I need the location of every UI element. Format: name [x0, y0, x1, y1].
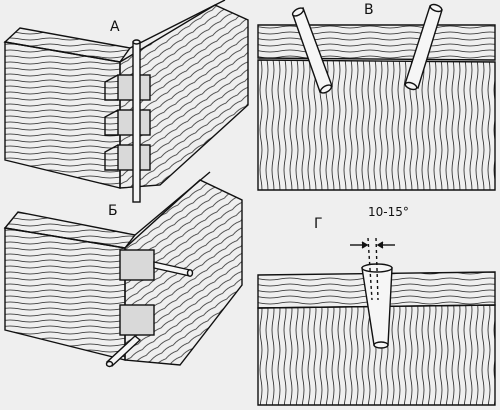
panel-label-b: Б [108, 203, 118, 219]
panel-v-lower-log [257, 59, 496, 191]
panel-g-drawing [257, 237, 496, 406]
panel-v-upper-log [257, 24, 496, 61]
panel-a-log-front [4, 41, 121, 189]
panel-g-lower-log [257, 304, 496, 406]
panel-g-angle-line-1 [367, 237, 373, 301]
panel-g-angle-line-2 [375, 237, 379, 301]
panel-label-v: В [364, 2, 374, 18]
panel-label-g: Г [314, 216, 323, 232]
panel-b-tenon-1 [119, 249, 155, 281]
panel-b-log-front [4, 227, 126, 361]
panel-label-a: А [110, 19, 120, 35]
panel-a-dowel [132, 41, 141, 203]
panel-v-drawing [257, 3, 496, 191]
panel-b-drawing [3, 171, 243, 368]
angle-annotation: 10-15° [368, 205, 409, 219]
panel-b-tenon-2 [119, 304, 155, 336]
panel-a-drawing [3, 0, 249, 203]
